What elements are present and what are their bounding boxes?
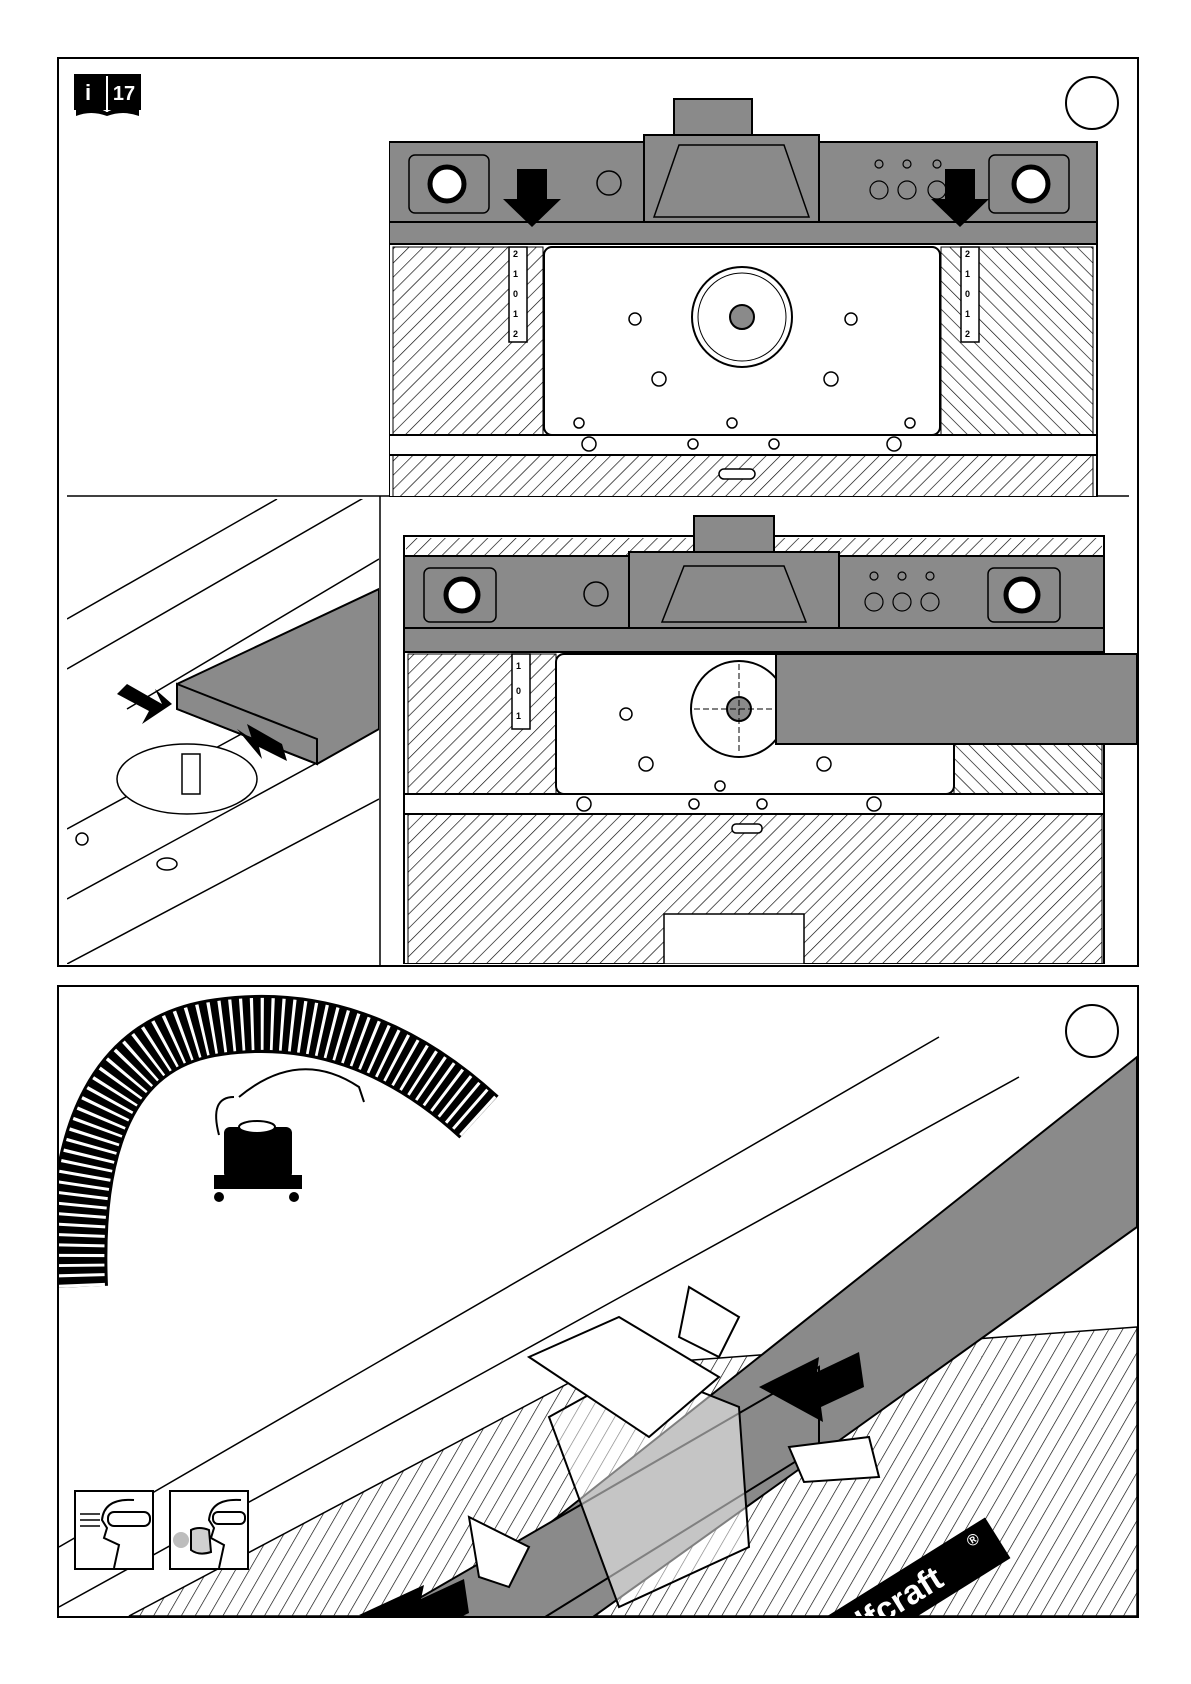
scale-left-tick-2: 0 [513, 289, 518, 299]
scale-right-tick-0: 2 [965, 249, 970, 259]
workpiece-alignment-detail-figure [67, 499, 379, 964]
bottom-illustration-panel: wolfcraft ® [57, 985, 1139, 1618]
respiratory-protection-icon [169, 1490, 249, 1570]
eye-protection-icon [74, 1490, 154, 1570]
scale-left-tick-3: 1 [513, 309, 518, 319]
fence-with-workpiece-figure: 1 0 1 [384, 514, 1137, 964]
top-illustration-panel: i 17 [57, 57, 1139, 967]
scale-small-tick-2: 1 [516, 711, 521, 721]
scale-left-tick-1: 1 [513, 269, 518, 279]
scale-right-tick-3: 1 [965, 309, 970, 319]
scale-right-tick-4: 2 [965, 329, 970, 339]
scale-left-tick-4: 2 [513, 329, 518, 339]
scale-left-tick-0: 2 [513, 249, 518, 259]
scale-small-tick-0: 1 [516, 661, 521, 671]
fence-top-view-figure: 2 1 0 1 2 2 1 0 1 2 [389, 97, 1129, 497]
scale-small-tick-1: 0 [516, 686, 521, 696]
scale-right-tick-2: 0 [965, 289, 970, 299]
vacuum-cleaner-icon [214, 1069, 364, 1202]
scale-right-tick-1: 1 [965, 269, 970, 279]
